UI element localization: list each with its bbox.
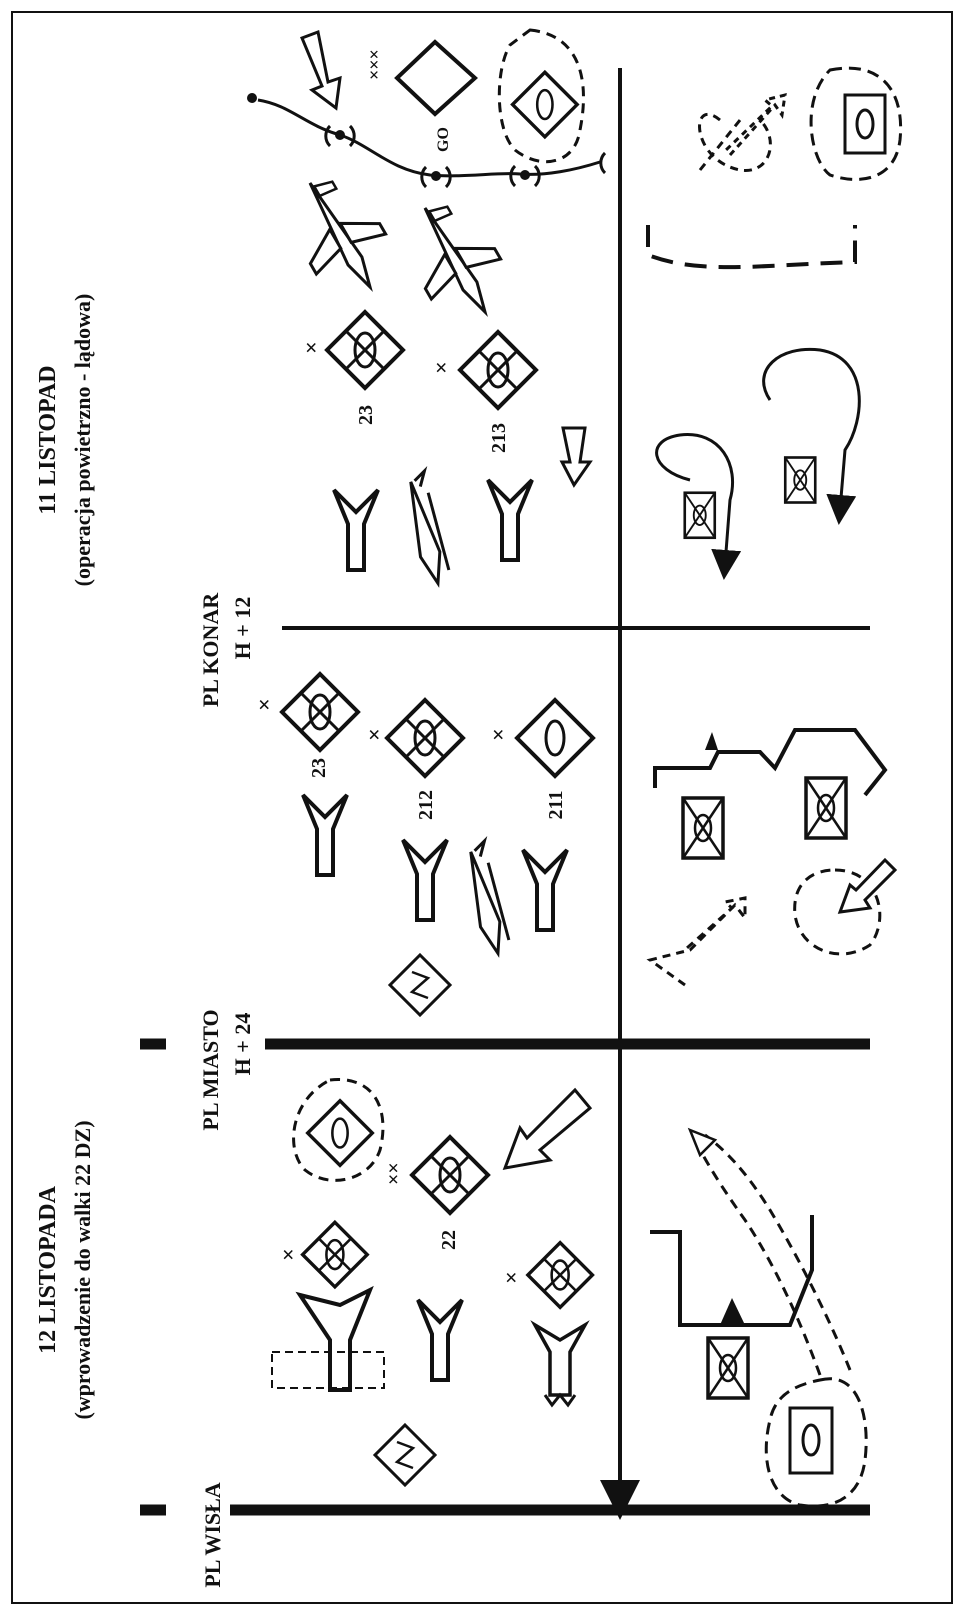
unit-box-hook-1 — [683, 491, 717, 540]
advance-arrow-1 — [332, 488, 380, 572]
brigade-mark-right: × — [505, 1265, 518, 1290]
go-nodes — [324, 124, 607, 189]
unit-213 — [458, 330, 538, 410]
miasto-time: H + 24 — [230, 1013, 255, 1076]
unit-211 — [515, 698, 595, 778]
hollow-arrow-mid — [837, 857, 898, 914]
corps-mark: ××× — [364, 49, 384, 80]
small-arrow-213 — [559, 426, 593, 488]
dashed-area-right — [809, 66, 903, 181]
hook-arrow-1 — [655, 433, 742, 580]
unit-box-bottom — [706, 1336, 750, 1400]
brigade-mark-212: × — [368, 722, 381, 747]
dashed-arrow-top-right — [724, 92, 787, 157]
dashed-area-bottom-right — [764, 1377, 868, 1508]
day12-heading: 12 LISTOPADA — [35, 1185, 61, 1353]
go-label: GO — [435, 127, 452, 152]
unit-23-top — [325, 310, 405, 390]
brigade-mark-213: × — [435, 355, 448, 380]
brigade-mark-23-top: × — [305, 335, 318, 360]
diamond-z-1 — [387, 952, 453, 1018]
label-213: 213 — [488, 423, 510, 453]
advance-arrow-7 — [530, 1320, 590, 1408]
konar-time: H + 12 — [230, 597, 255, 660]
advance-arrow-3 — [301, 793, 349, 877]
advance-arrow-6 — [416, 1298, 464, 1382]
day12-title: 12 LISTOPADA — [35, 1185, 61, 1353]
defense-line-mid — [653, 728, 888, 797]
diamond-z-2 — [372, 1422, 438, 1488]
dashed-area-top — [497, 28, 585, 164]
unit-box-hook-2 — [783, 456, 817, 504]
brigade-mark-23-mid: × — [258, 692, 271, 717]
hook-arrow-2 — [762, 347, 861, 525]
brigade-mark-left: × — [282, 1242, 295, 1267]
brigade-mark-211: × — [492, 722, 505, 747]
unit-box-bottom-right — [788, 1406, 834, 1475]
dashed-arrow-mid — [646, 896, 747, 987]
day11-heading: 11 LISTOPAD — [35, 365, 61, 514]
helicopter-icon-2 — [469, 835, 511, 958]
dashed-area-bottom — [292, 1078, 385, 1182]
dashed-maneuver-bottom — [693, 1133, 852, 1376]
day11-title: 11 LISTOPAD — [35, 365, 61, 514]
advance-arrow-4 — [401, 838, 449, 922]
hollow-arrow-bottom — [502, 1087, 593, 1170]
label-23-top: 23 — [355, 405, 377, 425]
big-arrow-left — [271, 1285, 385, 1392]
hollow-arrow-top — [300, 29, 342, 111]
unit-22 — [410, 1135, 490, 1215]
day12-subtitle: (wprowadzenie do walki 22 DZ) — [70, 1120, 95, 1419]
jet-icon-2 — [423, 205, 503, 318]
day11-subtitle: (operacja powietrzno - lądowa) — [70, 294, 95, 587]
label-212: 212 — [415, 790, 437, 820]
dashed-bracket — [646, 225, 857, 270]
unit-left — [300, 1220, 369, 1289]
go-boundary — [257, 98, 601, 178]
miasto-name: PL MIASTO — [198, 1009, 223, 1130]
konar-name: PL KONAR — [198, 592, 223, 707]
unit-box-mid-2 — [804, 776, 848, 840]
helicopter-icon-1 — [409, 465, 451, 588]
label-211: 211 — [545, 791, 567, 820]
division-mark: ×× — [383, 1162, 405, 1185]
enemy-unit-bottom — [306, 1099, 375, 1168]
unit-box-mid-1 — [681, 796, 725, 860]
dashed-circle-mid — [793, 868, 882, 956]
unit-box-right-top — [843, 93, 887, 155]
unit-right — [526, 1241, 595, 1310]
dashed-loop — [698, 112, 772, 172]
outer-frame — [11, 11, 953, 1604]
corps-diamond — [394, 39, 478, 117]
wisla-name: PL WISŁA — [200, 1482, 225, 1587]
advance-arrow-5 — [521, 848, 569, 932]
label-22: 22 — [438, 1230, 460, 1250]
advance-arrow-2 — [486, 478, 534, 562]
enemy-unit-top — [510, 70, 579, 139]
label-23-mid: 23 — [308, 758, 330, 778]
jet-icon-1 — [308, 180, 388, 293]
unit-212 — [385, 698, 465, 778]
unit-23-mid — [280, 672, 360, 752]
